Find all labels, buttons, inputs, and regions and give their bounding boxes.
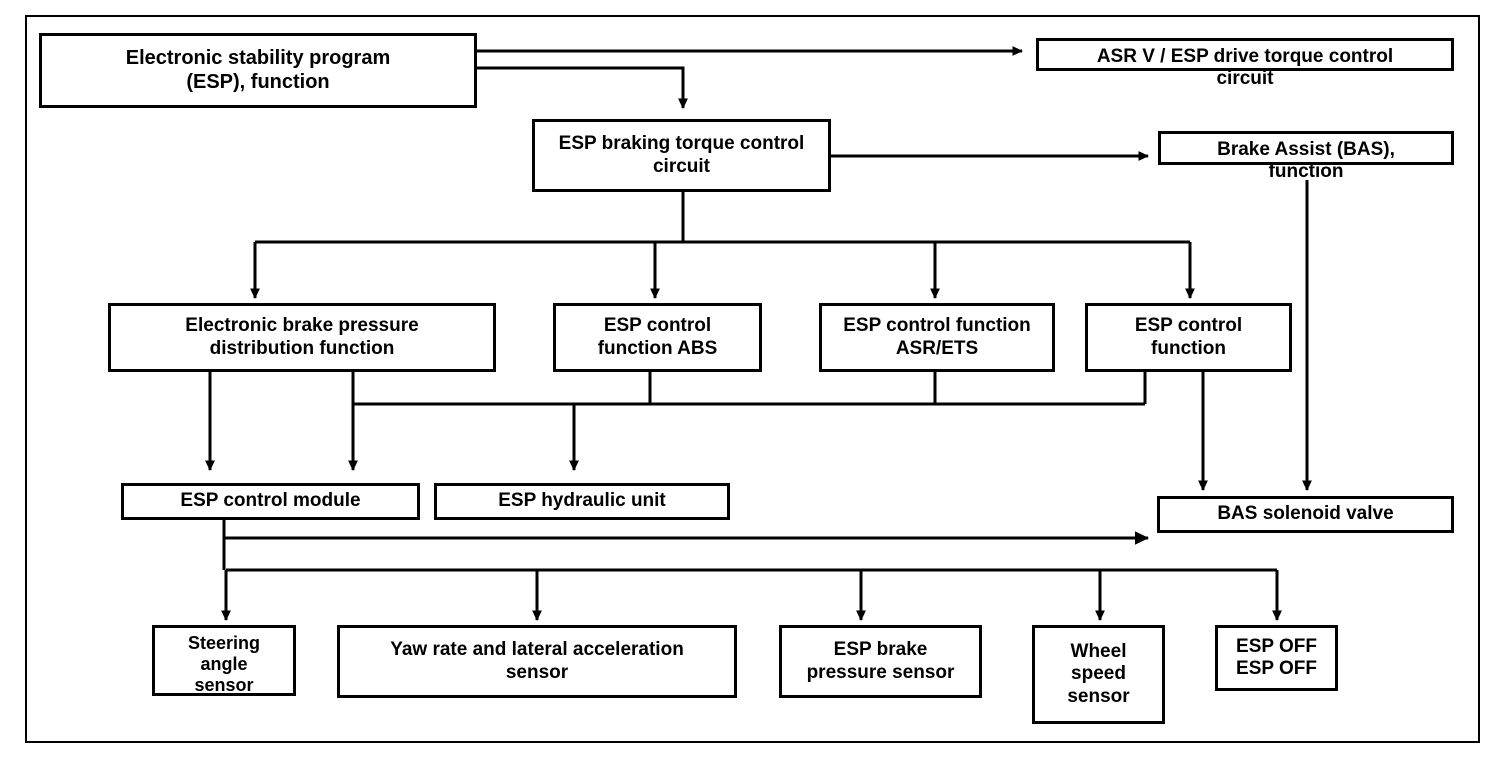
node-label: ESP OFF ESP OFF xyxy=(1236,635,1317,679)
node-yaw-rate-and-lateral-acceleration-sensor[interactable]: Yaw rate and lateral acceleration sensor xyxy=(337,625,737,698)
diagram-outer-frame xyxy=(25,15,1480,743)
node-label: ESP control function ASR/ETS xyxy=(843,315,1031,359)
node-label: ESP braking torque control circuit xyxy=(558,133,805,177)
node-esp-braking-torque-control-circuit[interactable]: ESP braking torque control circuit xyxy=(532,119,831,192)
node-steering-angle-sensor[interactable]: Steering angle sensor xyxy=(152,625,296,696)
node-label: ESP control function ABS xyxy=(597,315,718,359)
node-esp-control-function-abs[interactable]: ESP control function ABS xyxy=(553,303,762,372)
node-label: Electronic stability program (ESP), func… xyxy=(125,46,391,93)
node-esp-control-function-asr-ets[interactable]: ESP control function ASR/ETS xyxy=(819,303,1055,372)
node-label: Steering angle sensor xyxy=(187,633,261,696)
node-electronic-stability-program[interactable]: Electronic stability program (ESP), func… xyxy=(39,33,477,108)
node-asr-v-esp-drive-torque-control-circuit[interactable]: ASR V / ESP drive torque control circuit xyxy=(1036,38,1454,89)
node-label: Yaw rate and lateral acceleration sensor xyxy=(390,639,684,683)
node-brake-assist-bas-function[interactable]: Brake Assist (BAS), function xyxy=(1158,131,1454,182)
node-esp-brake-pressure-sensor[interactable]: ESP brake pressure sensor xyxy=(779,625,982,698)
node-label: Electronic brake pressure distribution f… xyxy=(185,315,419,359)
node-wheel-speed-sensor[interactable]: Wheel speed sensor xyxy=(1032,625,1165,724)
node-label: Brake Assist (BAS), function xyxy=(1217,139,1395,183)
node-label: ASR V / ESP drive torque control circuit xyxy=(1096,46,1394,90)
node-label: ESP control function xyxy=(1134,315,1243,359)
node-esp-control-function[interactable]: ESP control function xyxy=(1085,303,1292,372)
node-esp-control-module[interactable]: ESP control module xyxy=(121,483,420,520)
node-label: ESP brake pressure sensor xyxy=(806,639,955,683)
node-bas-solenoid-valve[interactable]: BAS solenoid valve xyxy=(1157,496,1454,533)
node-electronic-brake-pressure-distribution-function[interactable]: Electronic brake pressure distribution f… xyxy=(108,303,496,372)
node-label: ESP hydraulic unit xyxy=(498,490,666,512)
node-label: ESP control module xyxy=(180,490,361,512)
node-label: BAS solenoid valve xyxy=(1217,503,1394,525)
node-label: Wheel speed sensor xyxy=(1067,640,1130,707)
node-esp-hydraulic-unit[interactable]: ESP hydraulic unit xyxy=(434,483,730,520)
node-esp-off-indicator[interactable]: ESP OFF ESP OFF xyxy=(1215,625,1338,691)
